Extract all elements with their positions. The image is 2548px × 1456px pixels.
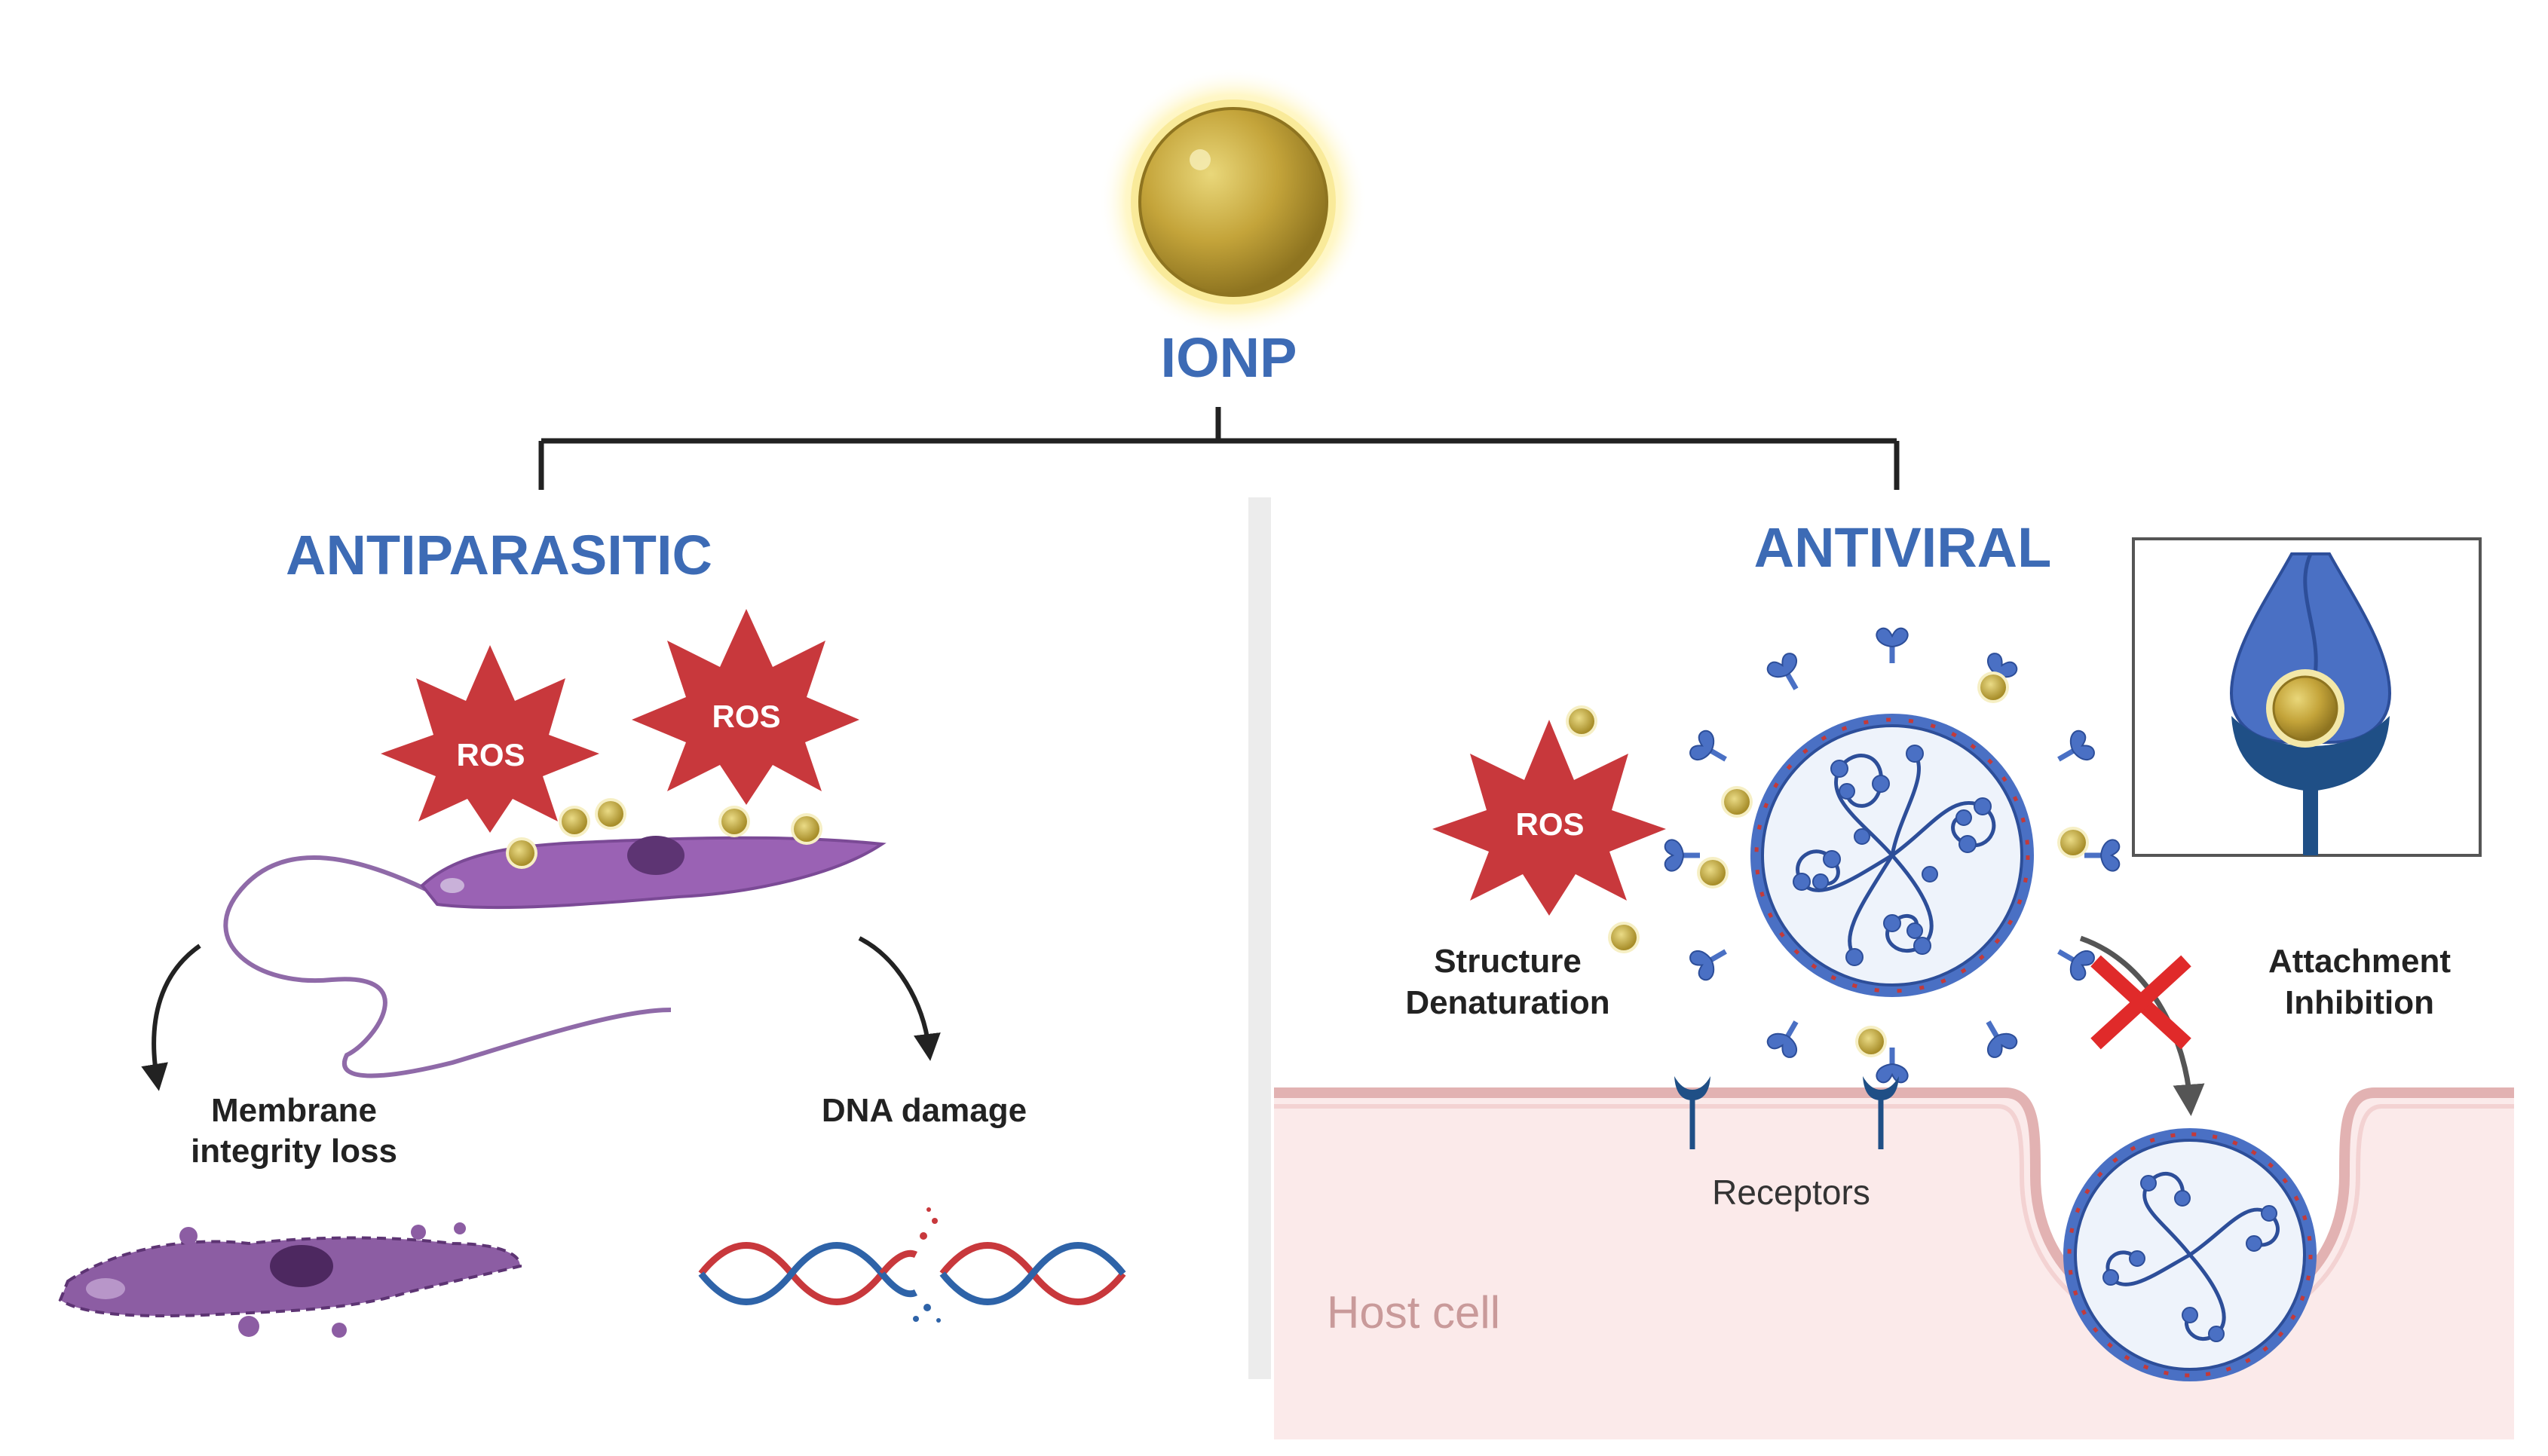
np-dot-p5 (791, 813, 822, 845)
attachment-label-line1: Attachment (2268, 943, 2451, 980)
receptors-label: Receptors (1712, 1173, 1870, 1212)
damaged-parasite (58, 1222, 522, 1338)
host-cell-label: Host cell (1327, 1287, 1500, 1338)
inhibited-attachment-arrow (2079, 935, 2205, 1116)
panel-divider (1248, 497, 1271, 1379)
structure-label-line2: Denaturation (1405, 984, 1609, 1021)
antiviral-title: ANTIVIRAL (1754, 516, 2052, 579)
dna-label: DNA damage (822, 1092, 1027, 1129)
inset-binding-box (2132, 537, 2482, 857)
ros-label-2: ROS (712, 699, 780, 734)
virus-particle (1750, 714, 2034, 997)
attachment-label-line2: Inhibition (2285, 984, 2434, 1021)
structure-label-line1: Structure (1434, 943, 1582, 980)
branch-bracket (538, 407, 1900, 490)
arrow-dna (858, 936, 941, 1061)
np-dot-v5 (1855, 1026, 1887, 1057)
np-dot-r2 (1608, 922, 1640, 953)
membrane-label-line1: Membrane (211, 1092, 377, 1129)
ros-star-1: ROS (381, 645, 599, 833)
np-dot-v4 (2057, 827, 2089, 858)
dna-helix (698, 1207, 1126, 1323)
parasite (223, 836, 887, 1078)
inhibition-x-icon (2090, 955, 2191, 1050)
engulfed-virus (2063, 1128, 2317, 1381)
ros-label-3: ROS (1515, 806, 1584, 842)
ros-label-1: ROS (456, 737, 525, 772)
antiparasitic-title: ANTIPARASITIC (286, 524, 712, 586)
np-dot-p3 (595, 798, 626, 830)
ionp-title: IONP (1161, 326, 1297, 389)
ionp-nanoparticle (1099, 68, 1367, 336)
np-dot-r1 (1566, 705, 1597, 737)
arrow-membrane (141, 944, 201, 1091)
ros-star-2: ROS (632, 609, 859, 805)
host-cell (1274, 1093, 2514, 1439)
np-dot-p2 (559, 806, 590, 837)
np-dot-p4 (718, 806, 750, 837)
np-dot-p1 (506, 837, 537, 869)
membrane-label-line2: integrity loss (191, 1133, 397, 1170)
np-dot-v2 (1721, 786, 1753, 818)
np-dot-v1 (1977, 671, 2009, 703)
np-dot-v3 (1697, 857, 1729, 889)
ros-star-3: ROS (1432, 720, 1666, 916)
